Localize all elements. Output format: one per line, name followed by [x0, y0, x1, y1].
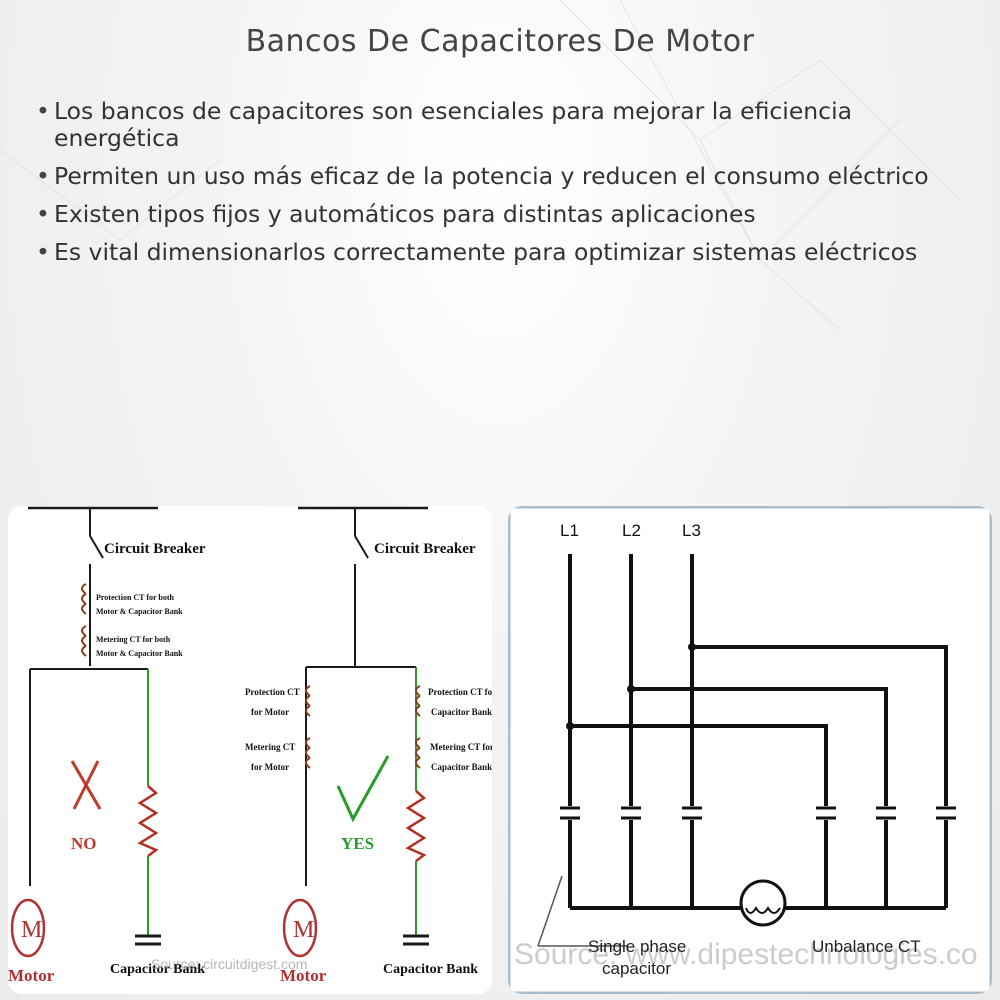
phase-label-l3: L3: [682, 521, 701, 540]
unbalance-ct-diagram: L1 L2 L3: [508, 506, 992, 994]
check-icon: [336, 755, 390, 823]
capacitor-bank-label: Capacitor Bank: [383, 962, 478, 977]
ct-label: Metering CT: [245, 742, 295, 752]
ct-label: for Motor: [251, 762, 289, 772]
unbalance-ct-symbol: [739, 879, 787, 927]
ct-label: for Motor: [251, 707, 289, 717]
bullet-item: Los bancos de capacitores son esenciales…: [36, 98, 966, 152]
cross-icon: [70, 760, 102, 810]
ct-label: Protection CT: [245, 687, 300, 697]
ct-label: Motor & Capacitor Bank: [96, 607, 183, 616]
single-phase-label: Single phase: [588, 937, 686, 956]
capacitor-bank-label: Capacitor Bank: [110, 962, 205, 977]
bullet-list: Los bancos de capacitores son esenciales…: [36, 98, 966, 277]
ct-label: Protection CT for both: [96, 593, 175, 602]
unbalance-ct-label: Unbalance CT: [812, 937, 921, 956]
phase-label-l1: L1: [560, 521, 579, 540]
ct-label: Metering CT for both: [96, 635, 171, 644]
ct-wiring-diagram: M M Circuit Breaker Circuit Breaker Prot…: [8, 506, 492, 994]
ct-label: Metering CT for: [430, 742, 492, 752]
motor-label: Motor: [280, 966, 327, 985]
yes-label: YES: [341, 834, 374, 853]
ct-label: Capacitor Bank: [431, 707, 492, 717]
bullet-item: Permiten un uso más eficaz de la potenci…: [36, 163, 966, 191]
source-watermark: Source: circuitdigest.com: [151, 956, 307, 972]
bullet-item: Existen tipos fijos y automáticos para d…: [36, 201, 966, 229]
ct-label: Motor & Capacitor Bank: [96, 649, 183, 658]
ct-label: Capacitor Bank: [431, 762, 492, 772]
no-label: NO: [71, 834, 97, 853]
motor-label: Motor: [8, 966, 55, 985]
motor-letter: M: [293, 917, 314, 943]
capacitor-label: capacitor: [602, 959, 671, 978]
motor-letter: M: [21, 917, 42, 943]
motor-symbol: [10, 898, 46, 958]
circuit-breaker-label: Circuit Breaker: [104, 541, 206, 557]
motor-symbol: [282, 898, 318, 958]
source-watermark: Source: www.dipestechnologies.co: [514, 938, 978, 971]
phase-label-l2: L2: [622, 521, 641, 540]
circuit-breaker-label: Circuit Breaker: [374, 541, 476, 557]
bullet-item: Es vital dimensionarlos correctamente pa…: [36, 239, 966, 267]
page-title: Bancos De Capacitores De Motor: [245, 24, 755, 59]
ct-label: Protection CT for: [428, 687, 492, 697]
